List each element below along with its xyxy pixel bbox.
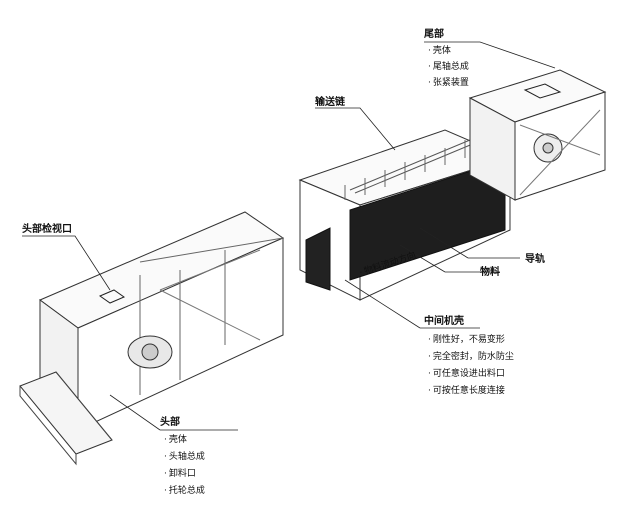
chain-label: 输送链 xyxy=(315,97,345,108)
head-inspection-label: 头部检视口 xyxy=(22,224,72,235)
tail-item: 尾轴总成 xyxy=(428,61,469,73)
head-title: 头部 xyxy=(160,417,180,428)
tail-title: 尾部 xyxy=(424,29,444,40)
head-item: 卸料口 xyxy=(164,468,196,480)
tail-item: 壳体 xyxy=(428,45,451,57)
head-item: 壳体 xyxy=(164,434,187,446)
guide-rail-label: 导轨 xyxy=(525,254,545,265)
middle-item: 可任意设进出料口 xyxy=(428,368,505,380)
middle-item: 完全密封，防水防尘 xyxy=(428,351,514,363)
head-item: 托轮总成 xyxy=(164,485,205,497)
head-item: 头轴总成 xyxy=(164,451,205,463)
tail-item: 张紧装置 xyxy=(428,77,469,89)
material-label: 物料 xyxy=(480,267,500,278)
middle-item: 刚性好，不易变形 xyxy=(428,334,505,346)
tail-section xyxy=(468,69,607,201)
middle-title: 中间机壳 xyxy=(424,316,464,327)
middle-item: 可按任意长度连接 xyxy=(428,385,505,397)
leader-lines xyxy=(22,41,556,431)
head-section xyxy=(19,211,285,466)
